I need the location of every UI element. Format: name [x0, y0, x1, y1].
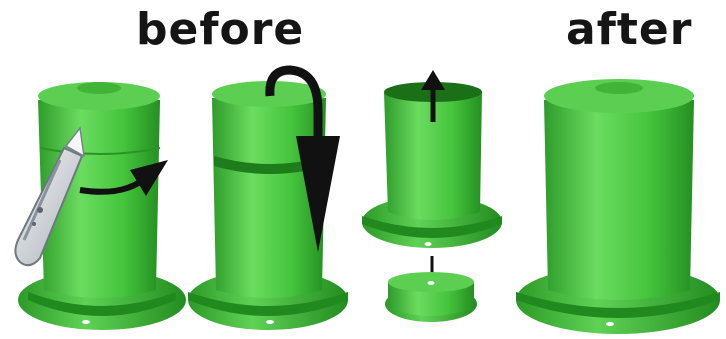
after-cone	[516, 79, 720, 334]
step3-lower-part	[385, 272, 477, 322]
